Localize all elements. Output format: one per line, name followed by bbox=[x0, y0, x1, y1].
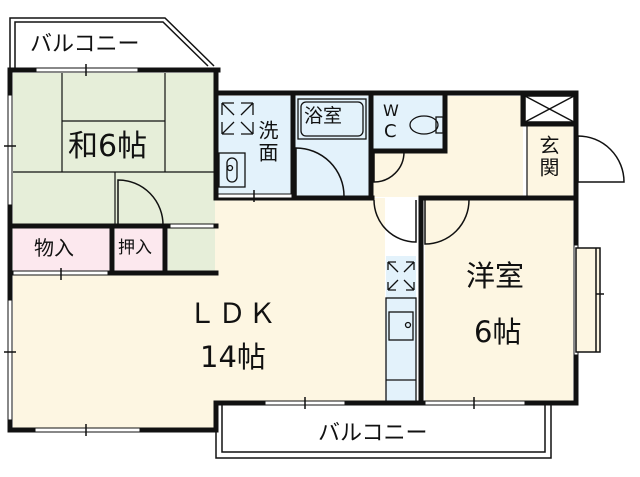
top-balcony-outline bbox=[9, 17, 215, 69]
shoe-box bbox=[524, 95, 575, 123]
ldk-fill bbox=[13, 198, 385, 428]
kitchen-fixtures bbox=[385, 258, 417, 403]
washroom-fixtures bbox=[218, 102, 254, 188]
bathtub bbox=[297, 98, 367, 140]
entrance-fill bbox=[527, 124, 573, 196]
bathroom-label: 浴室 bbox=[304, 105, 343, 127]
window-ticks bbox=[4, 64, 604, 436]
oshiire-fill bbox=[115, 228, 163, 272]
oshiire-closet-label: 押入 bbox=[118, 238, 152, 258]
door-swings bbox=[117, 135, 625, 245]
top-balcony-label: バルコニー bbox=[30, 32, 140, 57]
western-room-fill bbox=[425, 200, 573, 402]
ldk-size: 14帖 bbox=[200, 340, 266, 374]
ldk-label: ＬＤＫ bbox=[188, 297, 279, 330]
tatami-lines bbox=[13, 73, 215, 226]
bay-window bbox=[575, 247, 601, 353]
bottom-balcony-label: バルコニー bbox=[318, 421, 428, 446]
japanese-room-label: 和6帖 bbox=[68, 129, 148, 164]
bathroom-fill bbox=[294, 96, 370, 196]
japanese-room-fill bbox=[13, 73, 215, 226]
toilet-label-c: C bbox=[384, 121, 397, 142]
washroom-label: 洗面 bbox=[255, 120, 279, 164]
storage-closet-label: 物入 bbox=[34, 236, 74, 260]
toilet-fixture bbox=[409, 115, 444, 135]
toilet-fill bbox=[373, 96, 445, 150]
tatami-small-fill bbox=[168, 228, 215, 272]
western-room-size: 6帖 bbox=[474, 315, 522, 349]
hallway-fill-2 bbox=[445, 96, 523, 152]
entrance-label: 玄関 bbox=[536, 135, 560, 179]
washroom-fill bbox=[218, 96, 292, 196]
storage-fill bbox=[13, 228, 110, 272]
western-room-label: 洋室 bbox=[466, 259, 525, 293]
hallway-fill bbox=[373, 150, 523, 197]
toilet-label-w: W bbox=[383, 101, 399, 120]
